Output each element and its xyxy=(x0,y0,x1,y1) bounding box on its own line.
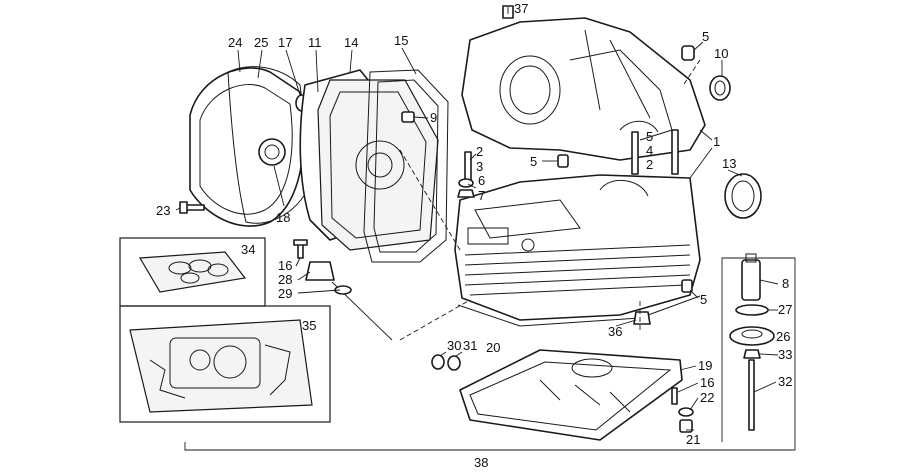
callout-9: 9 xyxy=(430,110,437,125)
callout-24: 24 xyxy=(228,35,242,50)
callout-26: 26 xyxy=(776,329,790,344)
callout-16-upper: 16 xyxy=(278,258,292,273)
callout-16-lower: 16 xyxy=(700,375,714,390)
crankcase-lower xyxy=(454,174,701,321)
oil-sump xyxy=(459,349,683,441)
callout-labels: 37 24 25 17 11 14 15 5 10 9 5 1 4 2 2 3 … xyxy=(156,1,792,470)
seal-ring-10 xyxy=(709,75,731,101)
dowel-5-lower xyxy=(681,279,693,293)
gasket-kit-34-drawing xyxy=(138,251,247,293)
callout-18: 18 xyxy=(276,210,290,225)
callout-21: 21 xyxy=(686,432,700,447)
callout-35: 35 xyxy=(302,318,316,333)
callout-14: 14 xyxy=(344,35,358,50)
callout-20: 20 xyxy=(486,340,500,355)
gasket-kit-box-35 xyxy=(119,305,331,423)
callout-7: 7 xyxy=(478,188,485,203)
gasket-14 xyxy=(317,79,439,251)
callout-19: 19 xyxy=(698,358,712,373)
callout-6: 6 xyxy=(478,173,485,188)
callout-5-right: 5 xyxy=(646,129,653,144)
callout-33: 33 xyxy=(778,347,792,362)
drain-plug-36 xyxy=(633,311,651,325)
dowel-5-upper xyxy=(681,45,695,61)
dowel-5-mid xyxy=(557,154,569,168)
crankcase-upper xyxy=(461,17,706,161)
callout-32: 32 xyxy=(778,374,792,389)
callout-10: 10 xyxy=(714,46,728,61)
screw-16-lower xyxy=(671,387,678,405)
dipstick-28-29 xyxy=(305,261,393,341)
callout-31: 31 xyxy=(463,338,477,353)
seal-ring-13 xyxy=(724,173,762,219)
callout-36: 36 xyxy=(608,324,622,339)
bearing-18 xyxy=(258,138,286,166)
callout-13: 13 xyxy=(722,156,736,171)
rear-cover-24 xyxy=(189,67,305,227)
callout-28: 28 xyxy=(278,272,292,287)
callout-11: 11 xyxy=(308,35,322,50)
callout-5-top: 5 xyxy=(702,29,709,44)
callout-22: 22 xyxy=(700,390,714,405)
callout-4: 4 xyxy=(646,143,653,158)
callout-17: 17 xyxy=(278,35,292,50)
dowel-9 xyxy=(401,111,415,123)
callout-30: 30 xyxy=(447,338,461,353)
leader-lines xyxy=(175,7,779,431)
callout-38: 38 xyxy=(474,455,488,470)
gasket-20 xyxy=(457,295,701,327)
gasket-15 xyxy=(363,69,449,263)
screw-23 xyxy=(179,201,205,214)
gasket-25 xyxy=(227,66,313,224)
gasket-kit-35-drawing xyxy=(129,319,313,413)
callout-27: 27 xyxy=(778,302,792,317)
callout-5-mid: 5 xyxy=(530,154,537,169)
callout-1: 1 xyxy=(713,134,720,149)
callout-34: 34 xyxy=(241,242,255,257)
callout-29: 29 xyxy=(278,286,292,301)
washer-nut-6-7 xyxy=(457,178,475,198)
callout-3: 3 xyxy=(476,159,483,174)
callout-5-lower: 5 xyxy=(700,292,707,307)
callout-8: 8 xyxy=(782,276,789,291)
screw-16-upper xyxy=(293,239,308,259)
washer-22 xyxy=(678,407,694,417)
bracket-38 xyxy=(184,257,796,451)
plug-21 xyxy=(679,419,693,433)
callout-2-right: 2 xyxy=(646,157,653,172)
studs-2-3 xyxy=(464,129,679,187)
callout-15: 15 xyxy=(394,33,408,48)
callout-37: 37 xyxy=(514,1,528,16)
assembly-dash-lines xyxy=(399,59,701,341)
callout-25: 25 xyxy=(254,35,268,50)
callout-2-left: 2 xyxy=(476,144,483,159)
filter-assembly xyxy=(729,253,775,431)
plug-30-31 xyxy=(431,354,461,371)
callout-23: 23 xyxy=(156,203,170,218)
